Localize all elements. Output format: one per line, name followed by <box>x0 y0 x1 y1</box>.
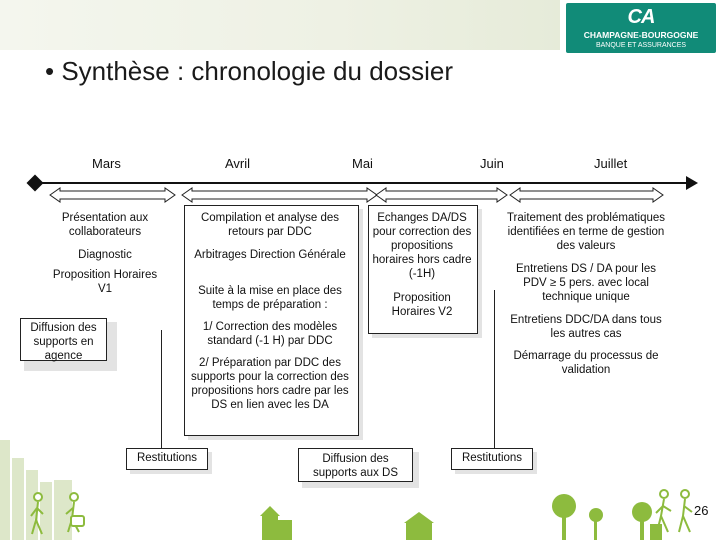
juillet-item-demarrage: Démarrage du processus de validation <box>506 349 666 377</box>
period-arrow-juillet <box>510 188 663 202</box>
month-mars: Mars <box>92 156 121 171</box>
logo-line1: CHAMPAGNE-BOURGOGNE <box>566 30 716 40</box>
page-number: 26 <box>694 503 708 518</box>
page-title: • Synthèse : chronologie du dossier <box>45 56 453 87</box>
mars-item-proposition: Proposition Horaires V1 <box>50 268 160 296</box>
month-avril: Avril <box>225 156 250 171</box>
period-arrows <box>0 186 720 204</box>
restitutions-juillet-box: Restitutions <box>451 448 533 470</box>
mars-item-presentation: Présentation aux collaborateurs <box>50 211 160 239</box>
month-juillet: Juillet <box>594 156 627 171</box>
mai-item-proposition-v2: Proposition Horaires V2 <box>372 291 472 319</box>
avril-item-arbitrages: Arbitrages Direction Générale <box>190 248 350 262</box>
period-arrow-mars <box>50 188 175 202</box>
connector-line <box>161 330 162 455</box>
avril-item-preparation: 2/ Préparation par DDC des supports pour… <box>190 356 350 412</box>
diffusion-ds-box: Diffusion des supports aux DS <box>298 448 413 482</box>
juillet-item-entretiens-ddc-da: Entretiens DDC/DA dans tous les autres c… <box>506 313 666 341</box>
mars-item-diagnostic: Diagnostic <box>50 248 160 262</box>
left-decor-bars <box>0 440 72 540</box>
mai-item-echanges: Echanges DA/DS pour correction des propo… <box>372 211 472 281</box>
avril-item-compilation: Compilation et analyse des retours par D… <box>190 211 350 239</box>
trees-icon <box>552 494 662 540</box>
period-arrow-avril-mai <box>182 188 377 202</box>
logo-mark-icon: CA <box>566 6 716 29</box>
mars-diffusion-box: Diffusion des supports en agence <box>20 318 107 361</box>
avril-item-correction: 1/ Correction des modèles standard (-1 H… <box>190 320 350 348</box>
houses-icon <box>260 506 434 540</box>
timeline-axis <box>35 182 691 184</box>
brand-logo: CA CHAMPAGNE-BOURGOGNE BANQUE ET ASSURAN… <box>566 3 716 53</box>
avril-item-suite: Suite à la mise en place des temps de pr… <box>190 284 350 312</box>
month-mai: Mai <box>352 156 373 171</box>
month-juin: Juin <box>480 156 504 171</box>
connector-line <box>494 290 495 455</box>
juillet-item-entretiens-ds-da: Entretiens DS / DA pour les PDV ≥ 5 pers… <box>506 262 666 304</box>
period-arrow-juin <box>376 188 507 202</box>
logo-line2: BANQUE ET ASSURANCES <box>566 42 716 49</box>
juillet-item-traitement: Traitement des problématiques identifiée… <box>506 211 666 253</box>
restitutions-avril-box: Restitutions <box>126 448 208 470</box>
